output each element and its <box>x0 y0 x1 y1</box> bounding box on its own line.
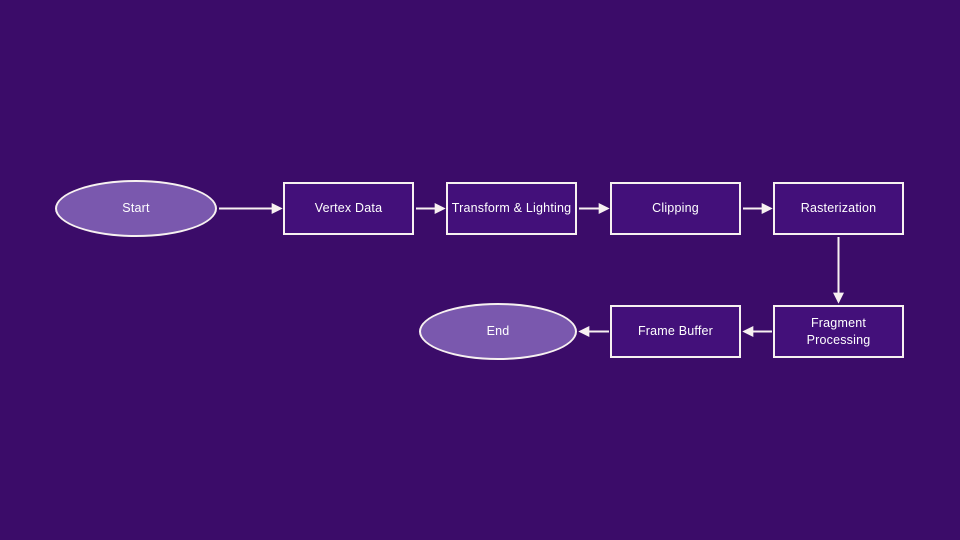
node-frame-buffer: Frame Buffer <box>610 305 741 358</box>
node-rasterization: Rasterization <box>773 182 904 235</box>
node-fragment-processing: Fragment Processing <box>773 305 904 358</box>
node-frame-buffer-label: Frame Buffer <box>637 324 714 339</box>
node-clipping: Clipping <box>610 182 741 235</box>
node-rasterization-label: Rasterization <box>800 201 877 216</box>
node-vertex-data: Vertex Data <box>283 182 414 235</box>
node-start: Start <box>55 180 217 237</box>
node-end: End <box>419 303 577 360</box>
node-transform-lighting-label: Transform & Lighting <box>451 201 572 216</box>
node-fragment-processing-label: Fragment Processing <box>806 316 871 347</box>
node-vertex-data-label: Vertex Data <box>314 201 383 216</box>
node-start-label: Start <box>122 201 150 216</box>
node-end-label: End <box>486 324 510 339</box>
node-clipping-label: Clipping <box>652 201 699 216</box>
node-transform-lighting: Transform & Lighting <box>446 182 577 235</box>
